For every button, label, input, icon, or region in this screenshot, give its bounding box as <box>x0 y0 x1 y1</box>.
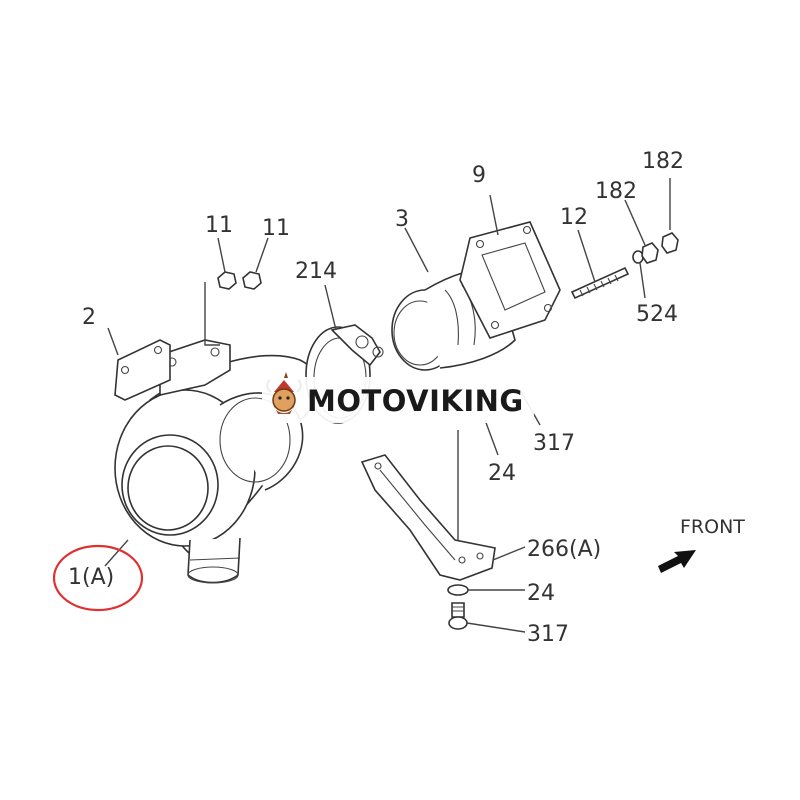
bolt-and-washer-part <box>447 584 469 630</box>
label-part-12: 12 <box>560 205 588 230</box>
nuts-11-part <box>217 271 262 290</box>
label-part-317-upper: 317 <box>533 431 575 456</box>
label-part-3: 3 <box>395 207 409 232</box>
label-part-2: 2 <box>82 305 96 330</box>
viking-logo-icon <box>265 372 303 414</box>
label-part-11-right: 11 <box>262 216 290 241</box>
leader-lines <box>104 178 671 633</box>
label-part-317-lower: 317 <box>527 622 569 647</box>
front-indicator: FRONT <box>658 516 745 573</box>
turbocharger-part <box>114 339 320 584</box>
stud-bolt-part <box>570 266 630 300</box>
part-labels: 1(A) 2 3 9 11 11 12 182 182 214 524 317 … <box>68 149 684 647</box>
flange-plate-part <box>459 221 561 339</box>
label-part-1a: 1(A) <box>68 565 114 590</box>
label-part-524: 524 <box>636 302 678 327</box>
label-part-24-upper: 24 <box>488 461 516 486</box>
label-part-182-right: 182 <box>642 149 684 174</box>
watermark-banner: MOTOVIKING <box>262 372 534 423</box>
front-label: FRONT <box>680 516 745 538</box>
label-part-182-left: 182 <box>595 179 637 204</box>
label-part-214: 214 <box>295 259 337 284</box>
label-part-266a: 266(A) <box>527 537 601 562</box>
highlight-circle <box>52 544 144 612</box>
label-part-11-left: 11 <box>205 213 233 238</box>
watermark-text: MOTOVIKING <box>307 384 524 418</box>
label-part-9: 9 <box>472 163 486 188</box>
label-part-24-lower: 24 <box>527 581 555 606</box>
front-arrow-icon <box>658 550 696 573</box>
support-bracket-part <box>360 454 496 581</box>
washer-and-nuts-part <box>632 232 679 264</box>
